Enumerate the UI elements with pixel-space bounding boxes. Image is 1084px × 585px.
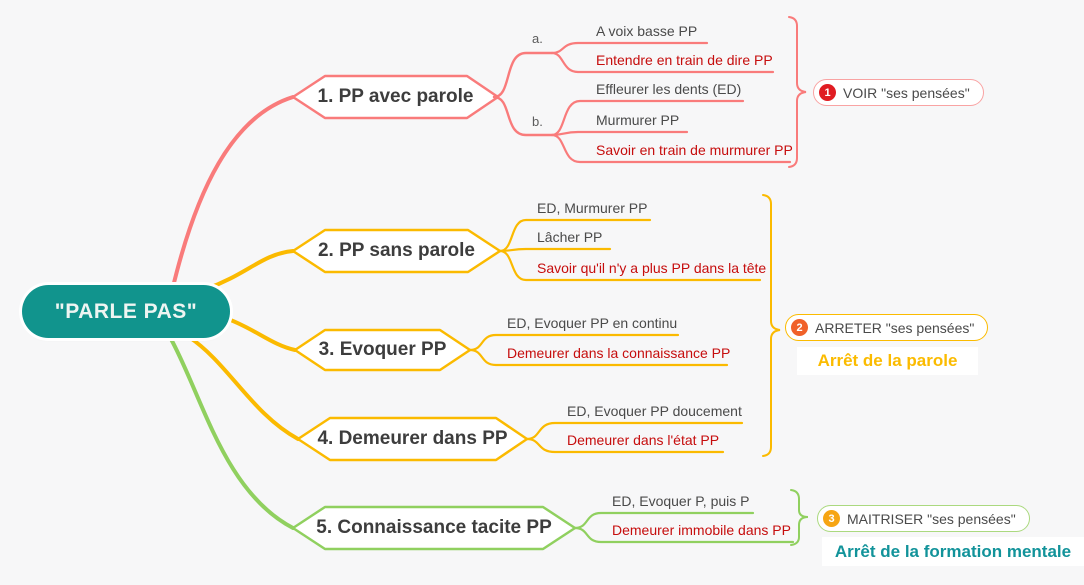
leaf-line: [550, 133, 792, 164]
sub-branch-a-label: a.: [532, 31, 543, 46]
sub-branch-a-curve: [492, 51, 554, 99]
leaf-topic[interactable]: Savoir en train de murmurer PP: [596, 142, 793, 158]
leaf-topic[interactable]: ED, Murmurer PP: [537, 200, 648, 216]
branch-3-curve: [226, 317, 297, 352]
branch-3-topic[interactable]: 3. Evoquer PP: [318, 339, 447, 360]
leaf-topic[interactable]: Demeurer dans l'état PP: [567, 432, 720, 448]
bracket-3: [790, 489, 809, 546]
branch-2-topic[interactable]: 2. PP sans parole: [317, 240, 475, 261]
callout-number-2: 2: [791, 319, 808, 336]
leaf-topic[interactable]: Murmurer PP: [596, 112, 680, 128]
caption-arret-parole[interactable]: Arrêt de la parole: [797, 347, 978, 375]
leaf-topic[interactable]: ED, Evoquer PP doucement: [567, 403, 742, 419]
leaf-topic[interactable]: Entendre en train de dire PP: [596, 52, 773, 68]
bracket-2: [762, 194, 781, 457]
branch-5-curve: [169, 337, 295, 530]
leaf-topic[interactable]: Savoir qu'il n'y a plus PP dans la tête: [537, 260, 767, 276]
root-topic[interactable]: "PARLE PAS": [22, 285, 230, 338]
branch-4-curve: [187, 335, 300, 441]
bracket-1: [788, 16, 807, 168]
sub-branch-b-label: b.: [532, 114, 543, 129]
leaf-topic[interactable]: Effleurer les dents (ED): [596, 81, 742, 97]
caption-arret-formation-mentale[interactable]: Arrêt de la formation mentale: [822, 537, 1084, 566]
leaf-line: [550, 51, 775, 74]
branch-1-topic[interactable]: 1. PP avec parole: [317, 86, 474, 107]
leaf-line: [525, 437, 725, 454]
branch-5-topic[interactable]: 5. Connaissance tacite PP: [316, 517, 552, 538]
branch-2-curve: [204, 249, 295, 291]
leaf-topic[interactable]: Demeurer dans la connaissance PP: [507, 345, 731, 361]
callout-voir[interactable]: 1 VOIR "ses pensées": [813, 79, 984, 106]
callout-maitriser[interactable]: 3 MAITRISER "ses pensées": [817, 505, 1030, 532]
branch-4-topic[interactable]: 4. Demeurer dans PP: [317, 428, 508, 449]
leaf-topic[interactable]: ED, Evoquer PP en continu: [507, 315, 678, 331]
callout-number-1: 1: [819, 84, 836, 101]
branch-1-curve: [170, 95, 295, 293]
callout-number-3: 3: [823, 510, 840, 527]
callout-arreter-label: ARRETER "ses pensées": [815, 319, 975, 336]
sub-branch-b-curve: [492, 95, 554, 137]
leaf-topic[interactable]: Demeurer immobile dans PP: [612, 522, 791, 538]
leaf-topic[interactable]: ED, Evoquer P, puis P: [612, 493, 750, 509]
leaf-line: [573, 526, 795, 544]
callout-voir-label: VOIR "ses pensées": [843, 84, 970, 101]
leaf-line: [468, 348, 729, 367]
leaf-topic[interactable]: A voix basse PP: [596, 23, 698, 39]
callout-arreter[interactable]: 2 ARRETER "ses pensées": [785, 314, 989, 341]
leaf-line: [498, 249, 762, 282]
callout-maitriser-label: MAITRISER "ses pensées": [847, 510, 1016, 527]
leaf-topic[interactable]: Lâcher PP: [537, 229, 603, 245]
